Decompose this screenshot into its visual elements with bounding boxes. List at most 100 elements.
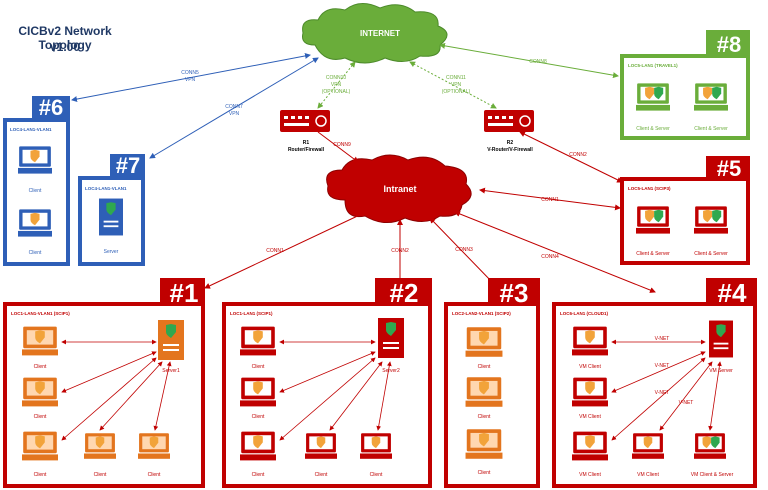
conn9-label: CONN9 (333, 142, 351, 148)
site-1-server-label: Server1 (162, 368, 180, 374)
site-4-lan: LOC6-LAN1 (CLOUD1) (560, 311, 609, 316)
site-3: #3 LOC2-LAN2-VLAN1 (SCIP2) Client Client… (444, 278, 540, 488)
site-2-client4-label: Client (315, 472, 328, 478)
router-r1-name: R1 (303, 140, 310, 146)
router-r2-name: R2 (507, 140, 514, 146)
router-r1: R1 Router/Firewall (280, 110, 330, 153)
conn8-line (439, 42, 619, 79)
site-6-client2-label: Client (29, 250, 42, 256)
conn11-line (409, 61, 497, 109)
site-8-pc2-icon (694, 83, 728, 111)
site-4-number: #4 (718, 278, 747, 308)
site-8-pc1-icon (636, 83, 670, 111)
conn-r1-up-line (479, 187, 621, 211)
site-7-lan: LOC4-LAN1-VLAN1 (85, 186, 127, 191)
site-5-pc2-label: Client & Server (694, 251, 728, 257)
site-4-vmclient3-icon (572, 431, 608, 461)
conn9-line (317, 131, 359, 163)
site-2-server-icon (378, 318, 404, 358)
site-1-server-icon (158, 320, 184, 360)
site-2-client1-label: Client (252, 364, 265, 370)
site-7: #7 LOC4-LAN1-VLAN1 Server (78, 153, 145, 266)
diagram-version: v1.00 (49, 40, 81, 54)
site-8-pc2-label: Client & Server (694, 126, 728, 132)
site-7-server-icon (99, 198, 123, 236)
site-4-server-icon (709, 320, 733, 358)
site-6-client-pc-icon (18, 146, 52, 174)
router-r2: R2 V-Router/V-Firewall (484, 110, 534, 153)
site-5-lan: LOC5-LAN1 (SCIP3) (628, 186, 671, 191)
conn2-label: CONN2 (391, 248, 409, 254)
site-4-vnet2-label: V-NET (655, 363, 670, 369)
site-2-client4-icon (305, 433, 337, 459)
site-6: #6 LOC4-LAN1-VLAN1 Client Client (3, 95, 70, 266)
site-4: #4 LOC6-LAN1 (CLOUD1) VM Server V-NET V-… (552, 278, 757, 488)
conn7-label: CONN7 (225, 104, 243, 110)
site-4-vnet1-label: V-NET (655, 336, 670, 342)
site-3-client3-label: Client (478, 470, 491, 476)
conn8-label: CONN8 (529, 59, 547, 65)
site-1-client4-icon (84, 433, 116, 459)
conn10-optional-label: (OPTIONAL) (322, 89, 351, 95)
site-3-lan: LOC2-LAN2-VLAN1 (SCIP2) (452, 311, 511, 316)
site-1-client3-icon (22, 431, 58, 461)
site-4-vmclient1-icon (572, 326, 608, 356)
site-6-client2-pc-icon (18, 209, 52, 237)
site-3-client3-icon (465, 429, 503, 459)
conn2b-label: CONN2 (569, 152, 587, 158)
site-1-client2-label: Client (34, 414, 47, 420)
site-4-vmclient2-label: VM Client (579, 414, 601, 420)
site-2-client2-icon (240, 377, 276, 407)
intranet-label: Intranet (383, 184, 416, 194)
intranet-cloud: Intranet (326, 154, 472, 223)
site-1-client5-label: Client (148, 472, 161, 478)
site-2-client1-icon (240, 326, 276, 356)
conn10-line (317, 61, 356, 109)
site-2: #2 LOC1-LAN1 (SCIP1) Server2 Client Clie… (222, 278, 432, 488)
site-4-vnet3-label: V-NET (655, 390, 670, 396)
site-1-lan: LOC1-LAN1-VLAN1 (SCIP1) (11, 311, 70, 316)
site-1: #1 LOC1-LAN1-VLAN1 (SCIP1) Server1 Clien… (3, 278, 205, 488)
site-4-vmclientserver-label: VM Client & Server (691, 472, 734, 478)
site-6-client-label: Client (29, 188, 42, 194)
conn11-vpn-label: VPN (451, 82, 462, 88)
internet-label: INTERNET (360, 29, 400, 38)
conn1-label: CONN1 (266, 248, 284, 254)
site-3-client1-icon (465, 327, 503, 357)
site-2-client3-icon (240, 431, 276, 461)
site-1-client1-label: Client (34, 364, 47, 370)
conn10-vpn-label: VPN (331, 82, 342, 88)
conn7-line (149, 57, 319, 159)
site-8-pc1-label: Client & Server (636, 126, 670, 132)
conn4-line (454, 211, 656, 293)
site-1-client4-label: Client (94, 472, 107, 478)
site-5: #5 LOC5-LAN1 (SCIP3) Client & Server Cli… (620, 156, 750, 265)
site-4-vmclient2-icon (572, 377, 608, 407)
conn1-line (204, 211, 367, 289)
site-4-vmclient4-label: VM Client (637, 472, 659, 478)
site-7-server-label: Server (104, 249, 119, 255)
site-8: #8 LOC5-LAN1 (TRAVEL1) Client & Server C… (620, 30, 750, 140)
site-2-client3-label: Client (252, 472, 265, 478)
site-5-pc1-icon (636, 206, 670, 234)
conn5-vpn-label: VPN (185, 77, 196, 83)
conn1b-label: CONN1 (541, 197, 559, 203)
site-2-client2-label: Client (252, 414, 265, 420)
site-3-number: #3 (500, 278, 529, 308)
site-2-server-label: Server2 (382, 368, 400, 374)
site-6-number: #6 (39, 95, 63, 120)
site-4-server-label: VM Server (709, 368, 733, 374)
site-6-lan: LOC4-LAN1-VLAN1 (10, 127, 52, 132)
conn11-label: CONN11 (446, 75, 466, 81)
site-4-vmclient4-icon (632, 433, 664, 459)
conn4-label: CONN4 (541, 254, 559, 260)
site-8-lan: LOC5-LAN1 (TRAVEL1) (628, 63, 678, 68)
site-8-number: #8 (717, 32, 741, 57)
site-5-pc2-icon (694, 206, 728, 234)
conn3-label: CONN3 (455, 247, 473, 253)
site-2-client5-icon (360, 433, 392, 459)
site-5-number: #5 (717, 156, 741, 181)
site-3-client1-label: Client (478, 364, 491, 370)
router-r2-desc: V-Router/V-Firewall (487, 147, 533, 153)
